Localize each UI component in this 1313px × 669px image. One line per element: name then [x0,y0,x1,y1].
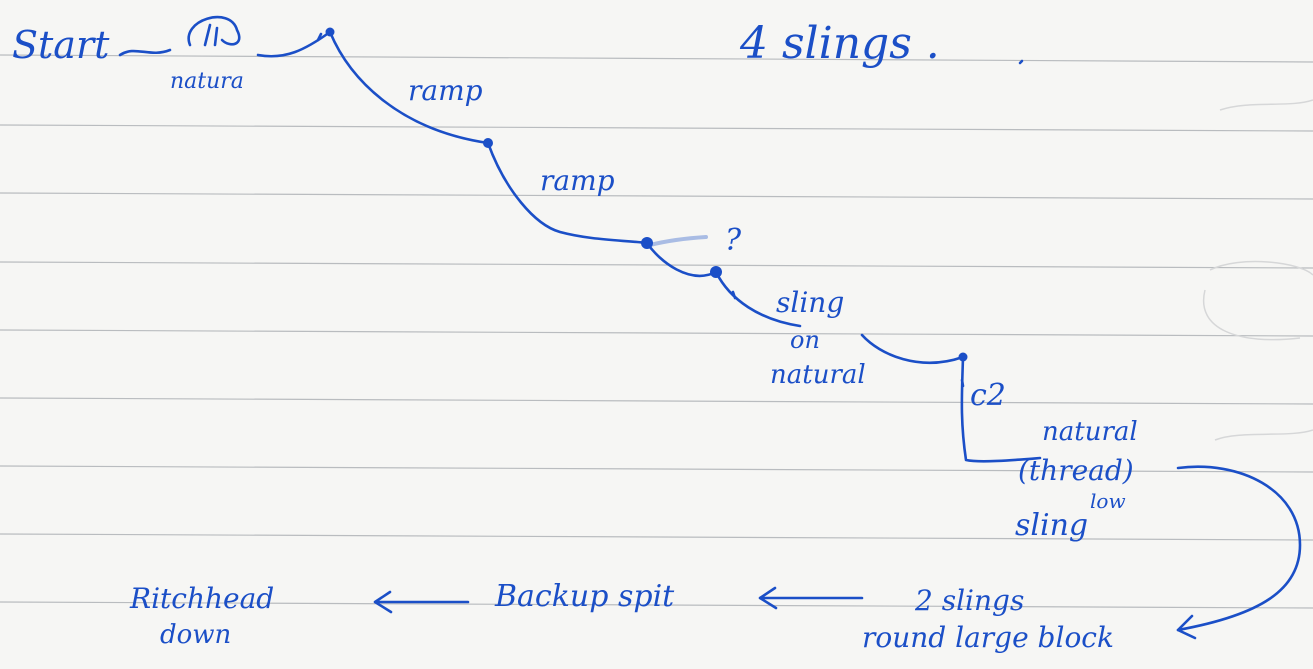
note-bottom-1a: Ritchhead [129,582,274,615]
route-line-2 [486,141,649,245]
route-line-3 [645,241,718,278]
note-natural-1: natural [770,360,866,390]
tick-mark-1 [316,32,323,42]
question-blur [648,235,708,247]
ruled-lines [0,54,1313,609]
route-arrow-curve [1176,465,1302,632]
note-sling-on: sling [776,286,844,319]
note-bottom-2: Backup spit [494,579,675,614]
note-c2: c2 [970,378,1006,413]
tick-mark-4 [1018,59,1024,65]
note-top-right: 4 slings . [739,18,940,69]
route-line-5 [860,333,965,365]
tick-mark-2 [731,290,737,300]
note-sling: sling [1015,508,1088,543]
route-line-1 [256,30,490,145]
show-through-marks [1202,99,1313,441]
note-bottom-3b: round large block [862,621,1114,654]
note-low: low [1090,489,1126,513]
belay-point-4 [710,266,722,278]
arrow-left-2 [758,586,864,610]
note-natural-2: natural [1042,417,1138,447]
note-bottom-1b: down [160,620,231,650]
belay-point-5 [958,352,968,362]
belay-point-3 [641,237,653,249]
tick-mark-3 [960,378,965,388]
note-start-sub: natura [170,69,244,94]
note-ramp-1: ramp [408,74,483,107]
note-start: Start [12,23,110,67]
arrow-left-1 [373,590,470,614]
scribble-underline [118,48,172,57]
tree-icon [187,15,241,47]
note-ramp-2: ramp [540,164,615,197]
belay-point-1 [325,27,335,37]
route-line-4 [714,270,802,328]
note-on: on [790,326,820,354]
note-thread: (thread) [1018,454,1134,487]
note-question: ? [725,223,742,258]
belay-point-2 [483,138,493,148]
route-arrow-head-1 [1176,614,1197,640]
note-bottom-3a: 2 slings [914,584,1024,617]
